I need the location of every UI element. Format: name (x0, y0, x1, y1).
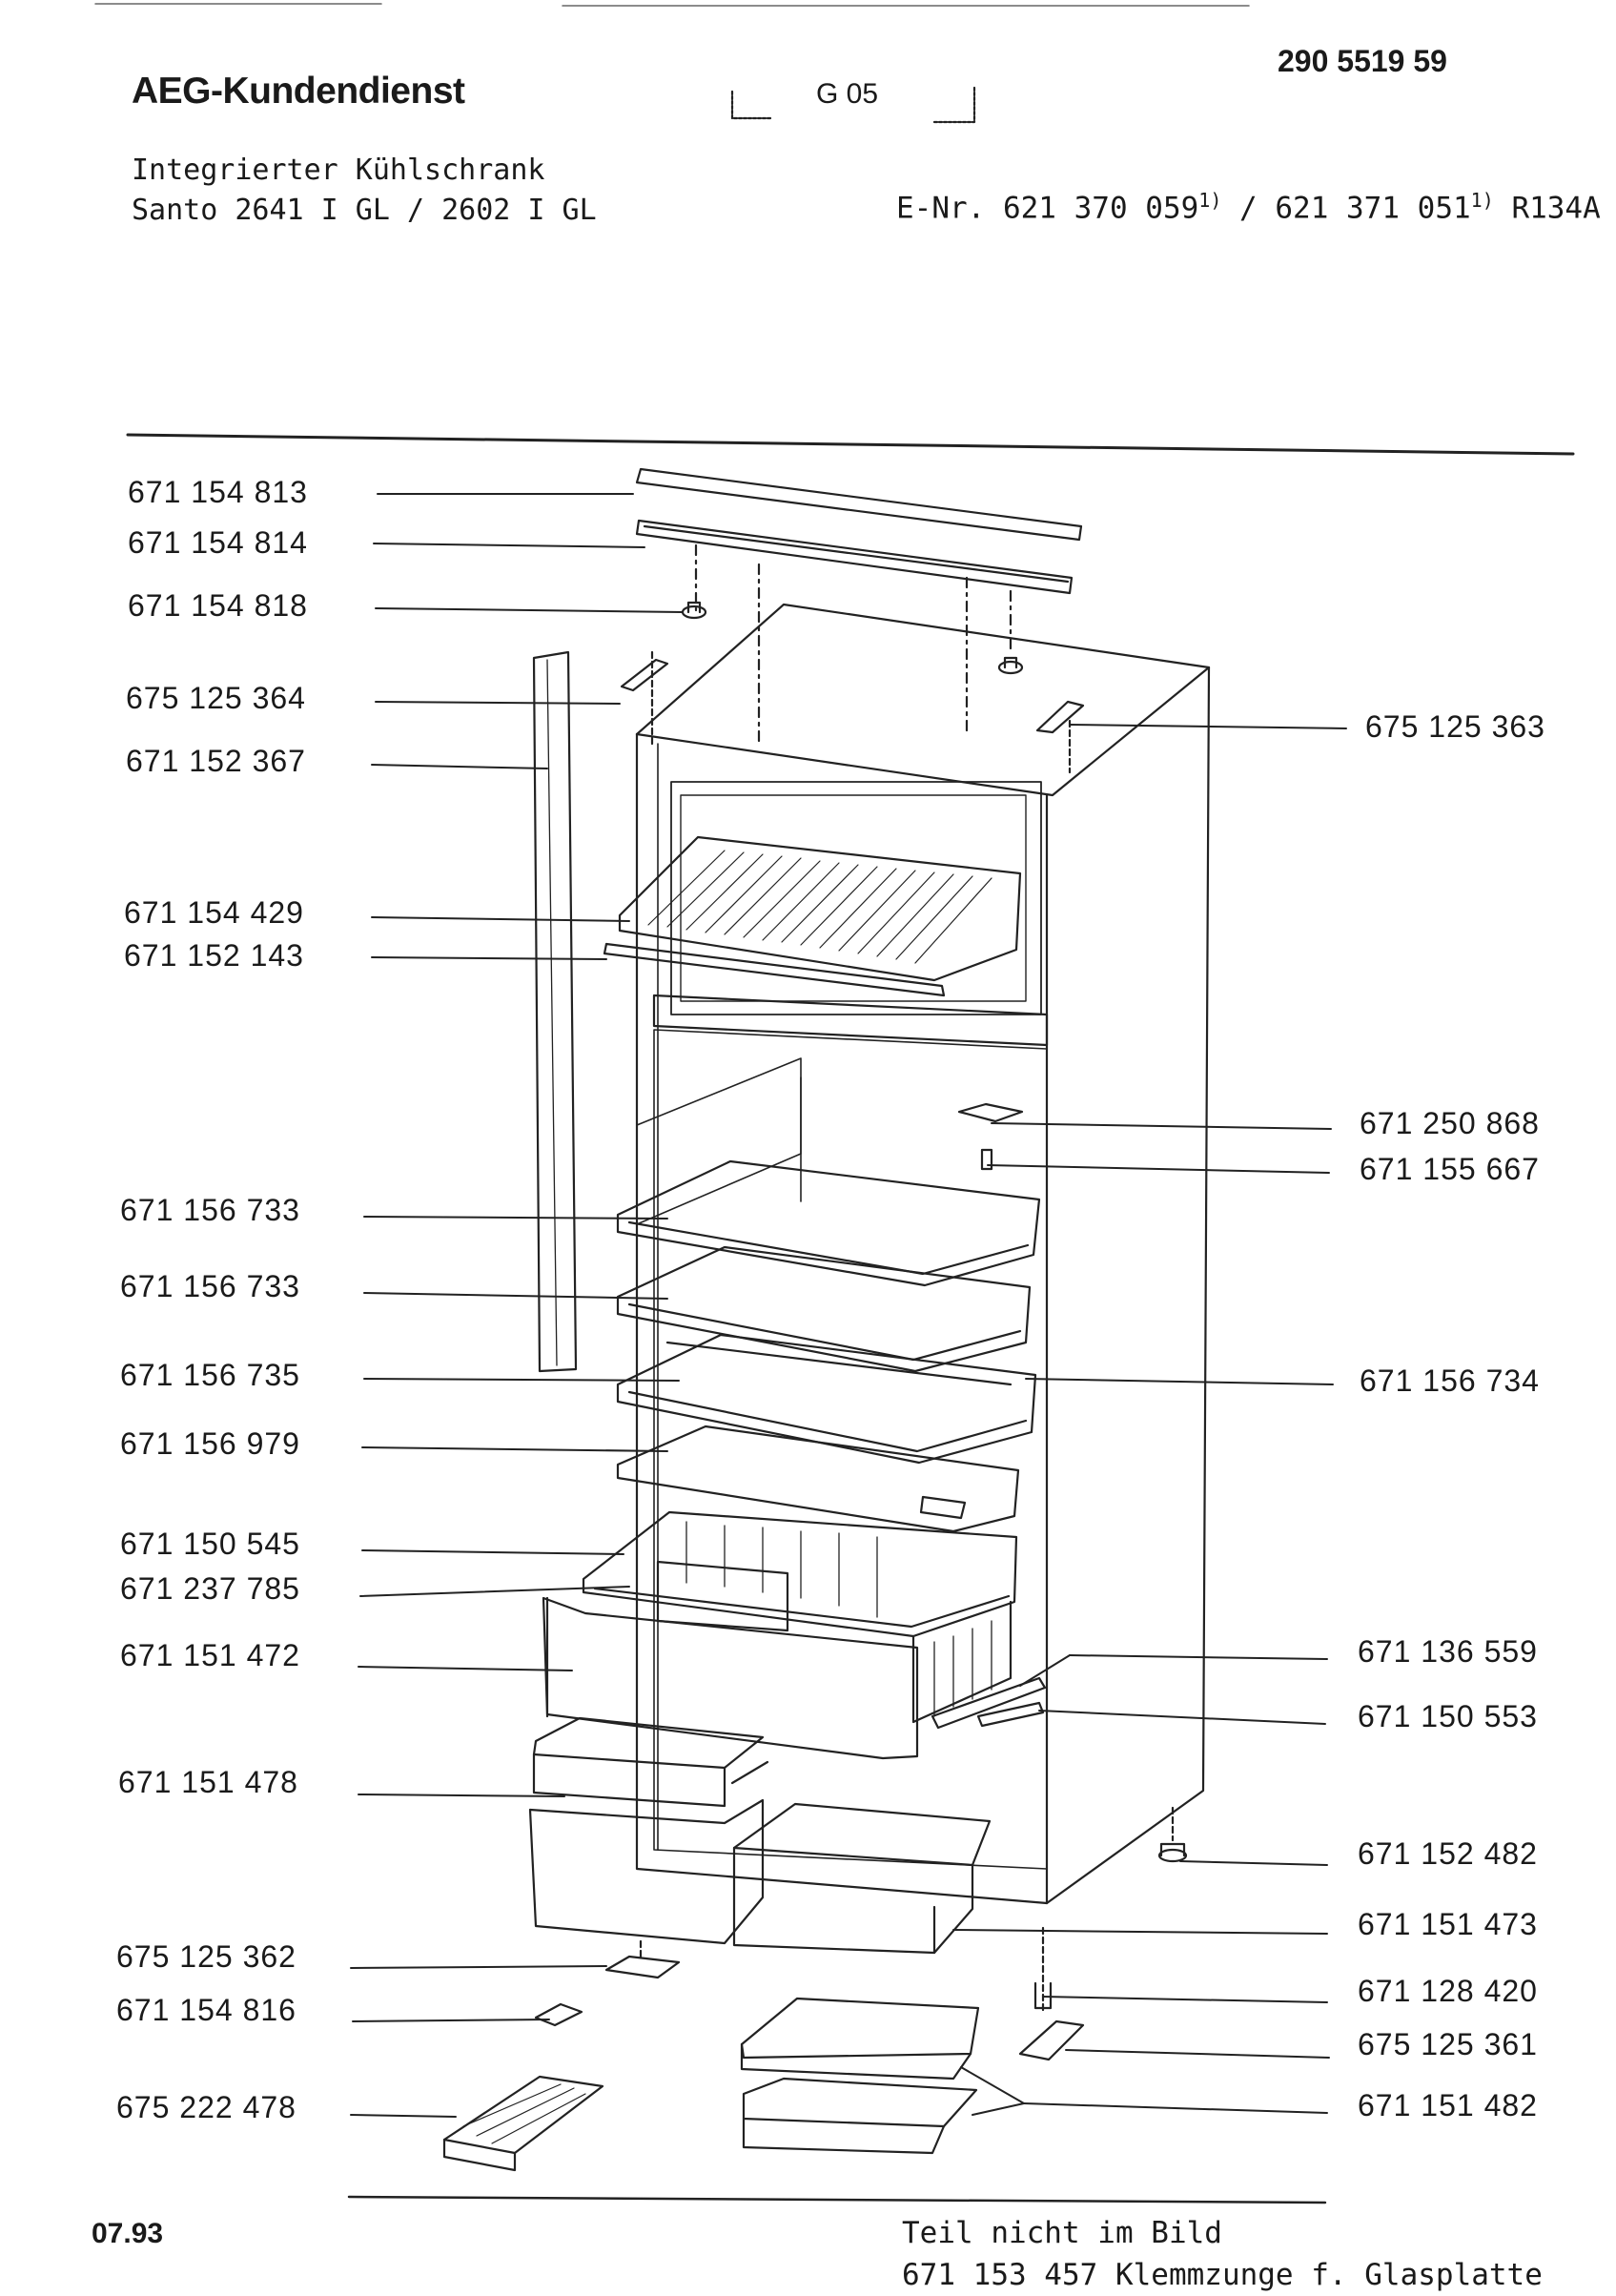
part-label-right-2: 671 250 868 (1360, 1106, 1540, 1140)
part-label-left-5: 671 152 367 (126, 744, 306, 778)
part-label-left-16: 675 125 362 (116, 1939, 297, 1974)
part-label-left-18: 675 222 478 (116, 2090, 297, 2124)
footnote-mark-1: 1) (1198, 189, 1222, 212)
e-number-line: E-Nr. 621 370 0591) / 621 371 0511) R134… (896, 189, 1601, 225)
footnote-mark-2: 1) (1470, 189, 1494, 212)
e-number-1: E-Nr. 621 370 059 (896, 191, 1199, 226)
e-number-2: / 621 371 051 (1221, 191, 1471, 226)
issue-date: 07.93 (92, 2218, 164, 2249)
part-label-right-7: 671 152 482 (1358, 1836, 1538, 1871)
model-names: Santo 2641 I GL / 2602 I GL (132, 194, 597, 227)
part-label-right-5: 671 136 559 (1358, 1634, 1538, 1669)
part-label-right-6: 671 150 553 (1358, 1699, 1538, 1733)
note-part: 671 153 457 Klemmzunge f. Glasplatte (902, 2258, 1543, 2292)
part-label-left-9: 671 156 733 (120, 1269, 300, 1303)
part-label-left-2: 671 154 814 (128, 525, 308, 560)
part-label-right-10: 675 125 361 (1358, 2027, 1538, 2061)
part-label-right-1: 675 125 363 (1365, 709, 1545, 744)
part-label-left-8: 671 156 733 (120, 1193, 300, 1227)
part-label-left-1: 671 154 813 (128, 475, 308, 509)
part-label-right-3: 671 155 667 (1360, 1152, 1540, 1186)
product-type: Integrierter Kühlschrank (132, 154, 545, 187)
part-label-right-8: 671 151 473 (1358, 1907, 1538, 1941)
part-label-left-6: 671 154 429 (124, 895, 304, 930)
part-label-left-7: 671 152 143 (124, 938, 304, 973)
part-label-left-14: 671 151 472 (120, 1638, 300, 1672)
product-description: Integrierter Kühlschrank Santo 2641 I GL… (132, 151, 597, 231)
footer-note: Teil nicht im Bild 671 153 457 Klemmzung… (902, 2212, 1543, 2296)
refrigerant-label: R134A (1511, 191, 1601, 226)
note-title: Teil nicht im Bild (902, 2216, 1222, 2250)
part-label-left-10: 671 156 735 (120, 1358, 300, 1392)
document-number: 290 5519 59 (1278, 44, 1447, 78)
part-label-left-12: 671 150 545 (120, 1527, 300, 1561)
part-label-left-4: 675 125 364 (126, 681, 306, 715)
part-label-right-11: 671 151 482 (1358, 2088, 1538, 2122)
part-label-left-13: 671 237 785 (120, 1571, 300, 1606)
part-label-right-4: 671 156 734 (1360, 1363, 1540, 1398)
brand-title: AEG-Kundendienst (132, 71, 465, 112)
part-label-left-11: 671 156 979 (120, 1426, 300, 1461)
part-label-left-17: 671 154 816 (116, 1993, 297, 2027)
part-label-right-9: 671 128 420 (1358, 1974, 1538, 2008)
group-code: G 05 (816, 78, 879, 110)
part-label-left-15: 671 151 478 (118, 1765, 298, 1799)
part-label-left-3: 671 154 818 (128, 588, 308, 623)
